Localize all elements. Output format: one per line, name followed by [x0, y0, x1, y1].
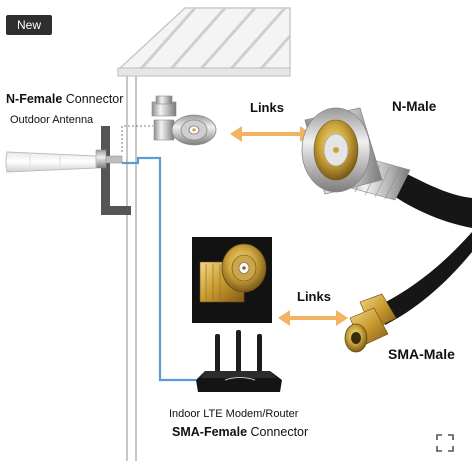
links-label-top: Links	[250, 100, 284, 115]
expand-icon	[434, 432, 456, 454]
n-female-connector-label: N-Female Connector	[6, 92, 123, 106]
antenna-mount-bracket	[96, 126, 131, 215]
indoor-modem-label: Indoor LTE Modem/Router	[169, 408, 298, 420]
coax-cable-route	[122, 158, 196, 380]
n-female-connector	[152, 96, 216, 145]
sma-female-label-strong: SMA-Female	[172, 425, 247, 439]
roof-structure	[118, 8, 290, 76]
sma-male-label: SMA-Male	[388, 346, 455, 362]
indoor-router	[196, 330, 282, 392]
outdoor-antenna	[6, 152, 96, 172]
house-wall	[127, 76, 136, 461]
n-female-label-strong: N-Female	[6, 92, 62, 106]
n-male-connector	[302, 108, 472, 228]
links-label-bottom: Links	[297, 289, 331, 304]
new-badge[interactable]: New	[6, 15, 52, 35]
expand-button[interactable]	[434, 432, 456, 454]
double-arrow-top	[230, 126, 312, 142]
sma-female-connector	[192, 237, 272, 323]
sma-male-connector	[345, 232, 472, 352]
double-arrow-bottom	[278, 310, 348, 326]
sma-female-label-rest: Connector	[247, 425, 308, 439]
n-female-label-rest: Connector	[62, 92, 123, 106]
outdoor-antenna-label: Outdoor Antenna	[10, 114, 93, 126]
sma-female-connector-label: SMA-Female Connector	[172, 425, 308, 439]
n-male-label: N-Male	[392, 99, 436, 114]
